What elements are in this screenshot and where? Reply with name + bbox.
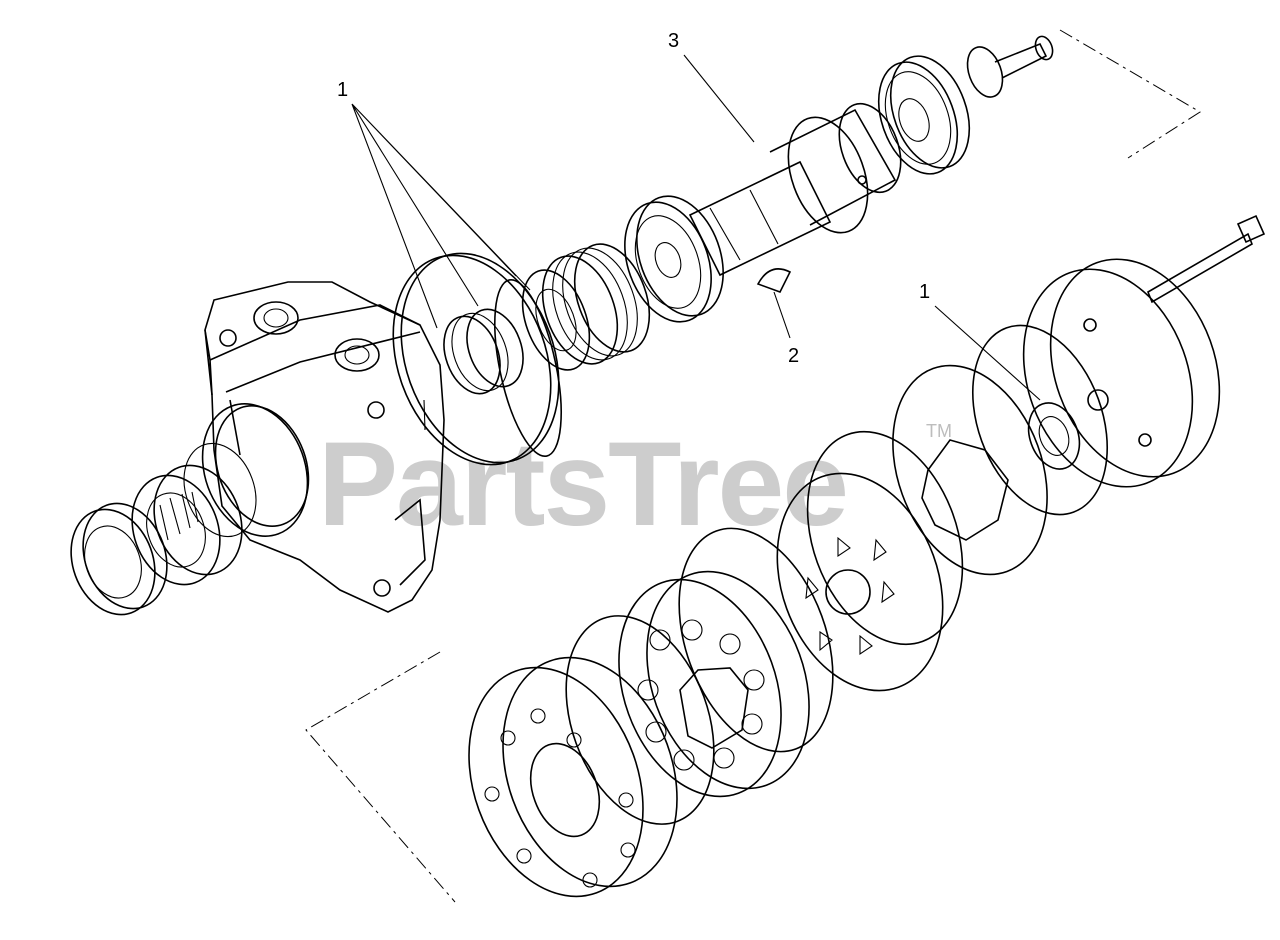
callout-label-1-lower: 1: [919, 281, 930, 303]
end-cap: [1022, 258, 1221, 488]
watermark-text: PartsTree: [318, 417, 847, 551]
callout-group-2: 2: [773, 291, 799, 367]
valve-plate: [618, 570, 810, 798]
output-shaft: [688, 102, 902, 277]
callout-label-3: 3: [668, 30, 679, 52]
leader-lines-1-upper: [351, 103, 531, 329]
splined-bearing: [131, 464, 243, 586]
callout-label-1-upper: 1: [337, 79, 348, 101]
o-ring-lower: [678, 527, 834, 753]
drive-gear: [877, 55, 971, 175]
pinion-bolt: [966, 35, 1054, 98]
callout-group-1-upper: 1: [337, 79, 531, 329]
needle-bearing: [624, 195, 724, 323]
ring-washer-set: [494, 269, 591, 458]
thrust-bearing: [541, 243, 651, 365]
callout-label-2: 2: [788, 345, 799, 367]
leader-line-2: [773, 291, 791, 339]
front-flange-plate: [468, 656, 678, 898]
balance-plate: [971, 324, 1109, 516]
commutator-plate: [776, 430, 964, 692]
callout-group-1-lower: 1: [919, 281, 1041, 401]
gerotor-ring: [892, 364, 1048, 576]
leader-line-3: [683, 54, 755, 143]
o-ring-large: [392, 252, 560, 466]
woodruff-key: [756, 268, 792, 293]
tie-bolt: [1147, 214, 1266, 304]
motor-housing: [183, 281, 445, 613]
seal-ring-small: [443, 308, 524, 395]
leader-line-1-lower: [934, 305, 1041, 401]
seal-ring-lower: [565, 615, 715, 825]
callout-group-3: 3: [668, 30, 755, 143]
guide-line-top-right: [1059, 29, 1201, 159]
watermark-tm: TM: [926, 421, 952, 441]
guide-line-bottom-left: [305, 651, 456, 903]
